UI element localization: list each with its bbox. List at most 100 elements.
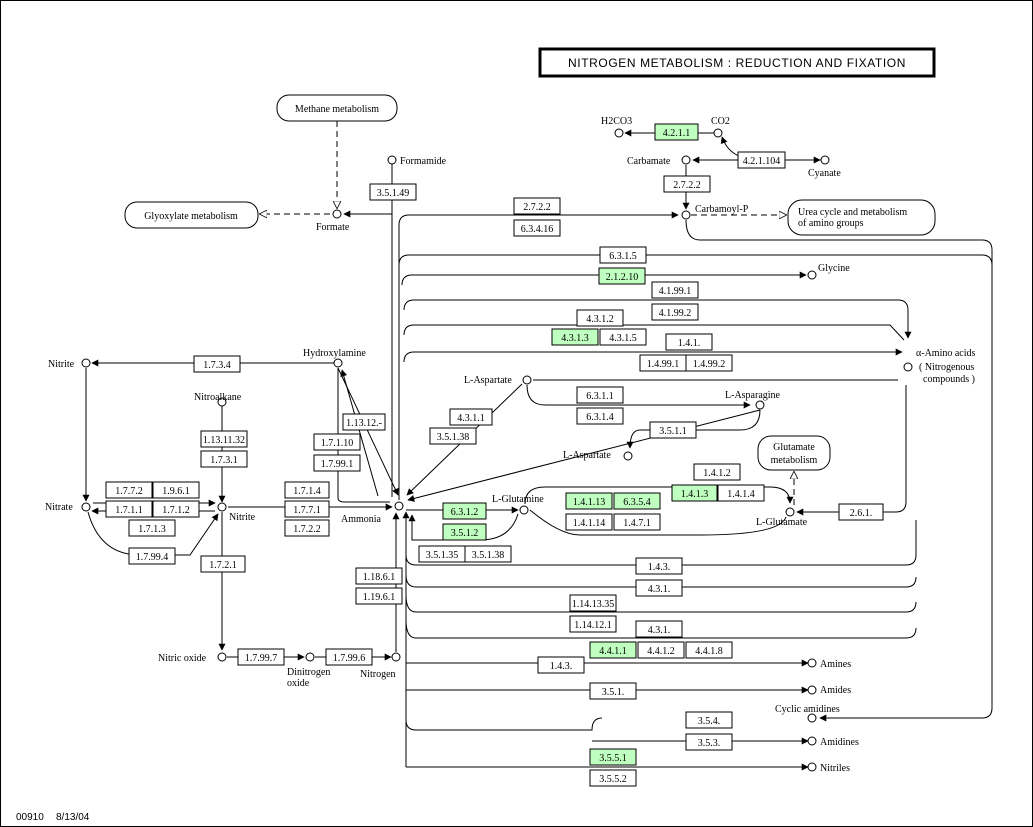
enzyme-box-highlighted[interactable]	[598, 267, 646, 285]
enzyme-box[interactable]: 1.7.3.1	[200, 450, 248, 468]
compound-node[interactable]	[522, 375, 532, 385]
enzyme-box[interactable]: 1.4.1.14	[565, 513, 613, 531]
compound-node[interactable]	[755, 400, 765, 410]
enzyme-box-plain[interactable]	[537, 656, 585, 674]
enzyme-box-plain[interactable]	[128, 519, 176, 537]
compound-nitrite-mid[interactable]: Nitrite	[229, 512, 256, 523]
compound-l-aspartate-bottom[interactable]: L-Aspartate	[563, 450, 611, 461]
compound-node[interactable]	[217, 397, 227, 407]
enzyme-box[interactable]: 1.4.3.	[635, 557, 683, 575]
enzyme-box-plain[interactable]	[717, 484, 765, 502]
enzyme-box[interactable]: 1.19.6.1	[355, 587, 403, 605]
enzyme-box-plain[interactable]	[284, 481, 330, 499]
compound-node[interactable]	[623, 451, 633, 461]
enzyme-box-plain[interactable]	[513, 197, 561, 215]
enzyme-box-plain[interactable]	[651, 303, 699, 321]
enzyme-box[interactable]: 1.4.3.	[537, 656, 585, 674]
compound-node[interactable]	[807, 685, 817, 695]
compound-ammonia[interactable]: Ammonia	[341, 514, 382, 525]
enzyme-box-plain[interactable]	[313, 454, 361, 472]
enzyme-box-plain[interactable]	[576, 309, 624, 327]
enzyme-box-plain[interactable]	[105, 481, 153, 499]
enzyme-box[interactable]: 1.7.99.6	[325, 648, 373, 666]
map-link-glyoxylate-metabolism[interactable]: Glyoxylate metabolism	[124, 201, 259, 229]
enzyme-box[interactable]: 6.3.4.16	[513, 219, 561, 237]
enzyme-box-plain[interactable]	[737, 151, 786, 169]
enzyme-box[interactable]: 6.3.1.5	[599, 246, 647, 264]
map-link-methane-metabolism[interactable]: Methane metabolism	[276, 94, 398, 122]
enzyme-box[interactable]: 1.7.99.4	[128, 547, 176, 565]
enzyme-box[interactable]: 4.3.1.1	[449, 408, 493, 426]
enzyme-box[interactable]: 4.3.1.	[635, 620, 683, 638]
enzyme-box-plain[interactable]	[200, 430, 248, 448]
enzyme-box[interactable]: 2.7.2.2	[513, 197, 561, 215]
enzyme-box[interactable]: 3.5.3.	[685, 733, 733, 751]
enzyme-box-plain[interactable]	[105, 500, 153, 518]
enzyme-box-plain[interactable]	[637, 641, 685, 659]
compound-node[interactable]	[785, 507, 795, 517]
enzyme-box-plain[interactable]	[613, 513, 661, 531]
compound-node[interactable]	[807, 270, 817, 280]
enzyme-box[interactable]: 1.18.6.1	[355, 567, 403, 585]
enzyme-box[interactable]: 3.5.1.35	[418, 545, 466, 563]
enzyme-box[interactable]: 1.4.1.13	[565, 492, 613, 510]
compound-nitrate[interactable]: Nitrate	[45, 502, 73, 513]
enzyme-box[interactable]: 1.7.2.2	[284, 519, 330, 537]
enzyme-box[interactable]: 1.4.1.	[665, 333, 713, 351]
enzyme-box[interactable]: 2.6.1.	[838, 503, 884, 521]
enzyme-box-plain[interactable]	[342, 413, 386, 431]
enzyme-box-plain[interactable]	[685, 711, 733, 729]
enzyme-box[interactable]: 3.5.1.2	[442, 523, 487, 541]
enzyme-box-plain[interactable]	[152, 500, 200, 518]
compound-node[interactable]	[333, 358, 343, 368]
compound-h2co3[interactable]: H2CO3	[601, 116, 632, 127]
enzyme-box-plain[interactable]	[355, 587, 403, 605]
enzyme-box-plain[interactable]	[355, 567, 403, 585]
enzyme-box[interactable]: 1.14.12.1	[569, 615, 617, 633]
enzyme-box[interactable]: 2.1.2.10	[598, 267, 646, 285]
enzyme-box[interactable]: 4.4.1.8	[685, 641, 733, 659]
enzyme-box[interactable]: 6.3.5.4	[613, 492, 661, 510]
enzyme-box-plain[interactable]	[464, 545, 512, 563]
enzyme-box[interactable]: 6.3.1.2	[442, 502, 487, 520]
enzyme-box-plain[interactable]	[665, 333, 713, 351]
enzyme-box-plain[interactable]	[429, 427, 477, 445]
compound-l-aspartate-top[interactable]: L-Aspartate	[464, 375, 512, 386]
compound-l-glutamate[interactable]: L-Glutamate	[756, 517, 808, 528]
enzyme-box-plain[interactable]	[576, 386, 624, 404]
compound-node[interactable]	[217, 652, 227, 662]
enzyme-box[interactable]: 4.3.1.5	[599, 328, 647, 346]
enzyme-box-highlighted[interactable]	[442, 502, 487, 520]
enzyme-box[interactable]: 3.5.1.38	[429, 427, 477, 445]
enzyme-box-plain[interactable]	[193, 355, 241, 373]
enzyme-box[interactable]: 4.2.1.1	[654, 123, 699, 141]
compound-co2[interactable]: CO2	[711, 116, 730, 127]
enzyme-box[interactable]: 1.4.1.2	[693, 463, 741, 481]
enzyme-box[interactable]: 1.4.7.1	[613, 513, 661, 531]
enzyme-box-plain[interactable]	[325, 648, 373, 666]
compound-node[interactable]	[820, 155, 830, 165]
enzyme-box-plain[interactable]	[685, 733, 733, 751]
enzyme-box-plain[interactable]	[838, 503, 884, 521]
enzyme-box-highlighted[interactable]	[654, 123, 699, 141]
enzyme-box[interactable]: 3.5.1.	[589, 682, 637, 700]
enzyme-box[interactable]: 1.7.99.1	[313, 454, 361, 472]
enzyme-box[interactable]: 6.3.1.1	[576, 386, 624, 404]
compound-node[interactable]	[681, 210, 691, 220]
compound-node[interactable]	[903, 362, 913, 372]
enzyme-box[interactable]: 1.7.1.2	[152, 500, 200, 518]
enzyme-box-plain[interactable]	[599, 246, 647, 264]
enzyme-box[interactable]: 1.4.1.3	[671, 484, 718, 502]
enzyme-box[interactable]: 1.7.99.7	[237, 648, 285, 666]
enzyme-box[interactable]: 1.13.11.32	[200, 430, 248, 448]
compound-node[interactable]	[81, 502, 91, 512]
enzyme-box[interactable]: 1.14.13.35	[569, 594, 617, 612]
enzyme-box[interactable]: 3.5.1.38	[464, 545, 512, 563]
enzyme-box[interactable]: 3.5.4.	[685, 711, 733, 729]
compound-node[interactable]	[217, 502, 227, 512]
compound-l-glutamine[interactable]: L-Glutamine	[492, 494, 544, 505]
enzyme-box-plain[interactable]	[693, 463, 741, 481]
enzyme-box-plain[interactable]	[685, 641, 733, 659]
enzyme-box-highlighted[interactable]	[589, 748, 637, 766]
enzyme-box[interactable]: 1.7.3.4	[193, 355, 241, 373]
